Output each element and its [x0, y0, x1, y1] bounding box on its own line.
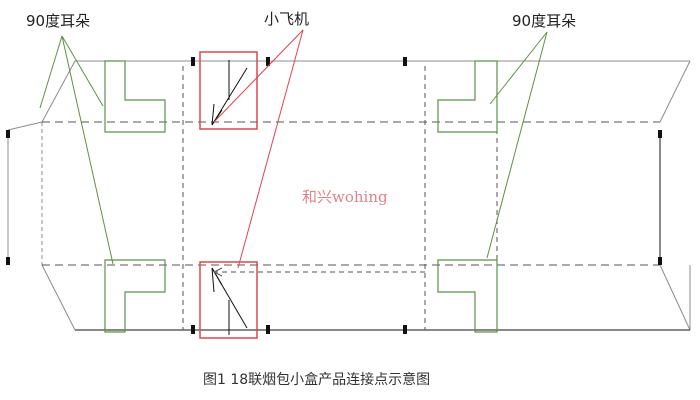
plane-label: 小飞机 — [264, 10, 310, 28]
ear-shape-top-right — [437, 60, 498, 133]
plane-box-bottom — [199, 261, 258, 339]
tick-mark — [403, 57, 407, 66]
plane-inner-wing — [211, 103, 223, 126]
ear-shapes — [104, 60, 498, 333]
left-ear-label: 90度耳朵 — [26, 12, 91, 30]
watermark-text: 和兴wohing — [302, 188, 388, 206]
leader-left-ear-to-outline — [39, 35, 63, 109]
tick-mark — [658, 257, 662, 265]
tick-mark — [403, 325, 407, 334]
tick-mark — [266, 57, 270, 66]
leader-right-ear-to-top — [489, 31, 548, 105]
leader-right-ear-to-bottom — [486, 31, 548, 259]
leader-left-ear-to-top — [61, 35, 104, 107]
tick-mark — [191, 57, 195, 66]
tick-mark — [266, 325, 270, 334]
ear-shape-bottom-left — [104, 259, 166, 333]
callout-leaders — [39, 29, 548, 269]
tick-mark — [658, 130, 662, 138]
tick-marks — [6, 57, 662, 334]
leader-left-ear-to-bottom — [61, 35, 114, 265]
tick-mark — [6, 130, 10, 138]
ear-shape-top-left — [104, 60, 166, 133]
outline-right-slant-top — [659, 60, 691, 123]
plane-inner-top — [211, 60, 248, 126]
outline-right-slant-bottom — [659, 264, 691, 331]
tick-mark — [6, 257, 10, 265]
plane-arrow-head — [212, 267, 223, 277]
figure-caption: 图1 18联烟包小盒产品连接点示意图 — [203, 372, 431, 388]
plane-inner-bottom — [211, 267, 248, 335]
plane-box-top — [199, 51, 258, 130]
right-ear-label: 90度耳朵 — [512, 12, 577, 30]
outline-left-flap-top — [7, 121, 43, 131]
outline-left-slant-bottom — [41, 264, 76, 331]
ear-shape-bottom-right — [437, 259, 498, 333]
plane-inner-wing — [211, 267, 223, 293]
tick-mark — [191, 325, 195, 334]
leader-plane-to-top — [213, 29, 304, 123]
package-outline — [7, 60, 691, 331]
plane-boxes — [199, 51, 425, 339]
leader-plane-to-bottom — [237, 29, 304, 269]
